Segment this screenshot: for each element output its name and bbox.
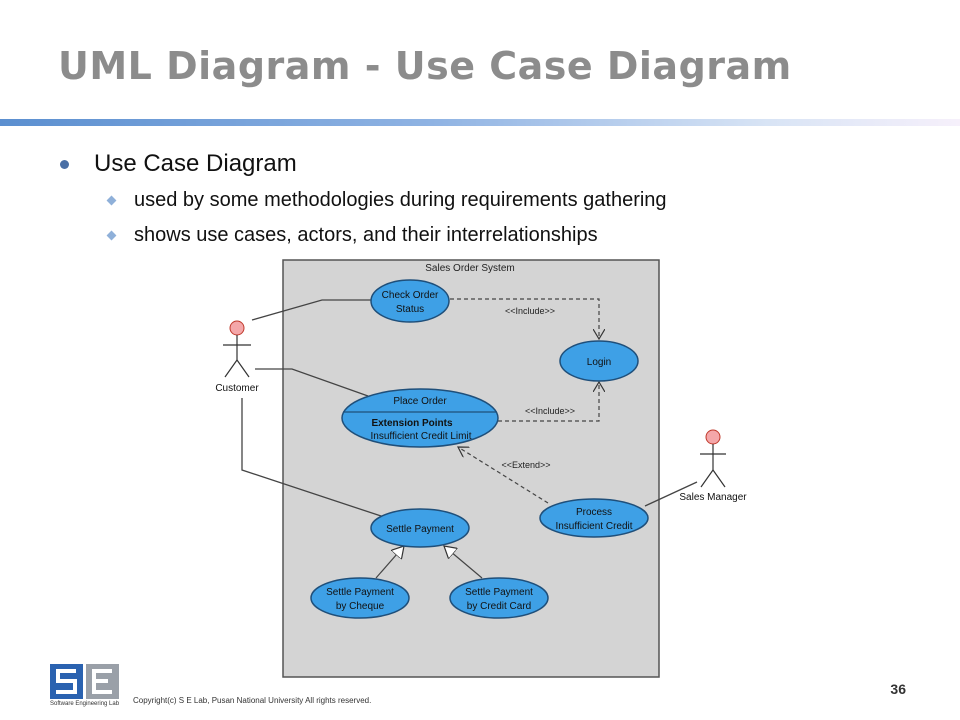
use-case-label: Settle Payment [465,587,533,598]
include-check-order-login [450,298,599,339]
use-case-label: Settle Payment [326,587,394,598]
subbullet-text: shows use cases, actors, and their inter… [134,224,598,246]
assoc-customer-place-order [255,368,369,397]
use-case-label: Place Order [393,396,447,407]
logo-e-letter [92,669,112,694]
assoc-customer-settle-payment [241,398,385,518]
use-case-settle-by-credit-card: Settle Payment by Credit Card [449,577,549,619]
subbullet-1: used by some methodologies during requir… [106,189,667,212]
extension-points-title: Extension Points [371,418,453,429]
assoc-manager-process [644,481,698,507]
generalization-lines [375,546,483,579]
bullet-text: Use Case Diagram [94,150,297,177]
extend-label: <<Extend>> [501,460,550,470]
use-case-login: Login [559,340,639,382]
generalization-card [444,546,483,579]
bullet-use-case-diagram: Use Case Diagram [60,150,297,178]
subbullet-text: used by some methodologies during requir… [134,189,667,211]
association-lines [241,299,698,518]
actor-label: Sales Manager [679,492,747,503]
bullet-dot-icon [60,159,69,169]
use-case-settle-by-cheque: Settle Payment by Cheque [310,577,410,619]
use-case-label: Check Order [382,290,439,301]
assoc-customer-check-order [251,299,372,321]
dependency-lines [450,298,599,504]
copyright-text: Copyright(c) S E Lab, Pusan National Uni… [133,696,372,705]
stick-figure-icon [700,429,726,488]
slide-title: UML Diagram - Use Case Diagram [58,44,792,88]
extension-point-label: Insufficient Credit Limit [371,431,472,442]
use-case-process-insufficient-credit: Process Insufficient Credit [539,498,649,538]
use-case-check-order-status: Check Order Status [370,279,450,323]
include-place-order-login [498,382,599,422]
page-number: 36 [890,681,906,697]
use-case-label: Status [396,304,424,315]
title-underline-bar [0,119,960,126]
use-case-label: Settle Payment [386,524,454,535]
stick-figure-icon [223,320,251,378]
use-case-label: Process [576,507,612,518]
use-case-label: by Credit Card [467,601,531,612]
actor-customer: Customer [215,320,259,394]
include-label-2: <<Include>> [525,406,575,416]
extend-process-place-order [458,447,549,504]
se-lab-logo [50,664,119,699]
use-case-settle-payment: Settle Payment [370,508,470,548]
system-name: Sales Order System [425,263,514,274]
include-label-1: <<Include>> [505,306,555,316]
use-case-label: Login [587,357,611,368]
use-case-label: Insufficient Credit [555,521,632,532]
use-case-label: by Cheque [336,601,385,612]
logo-s-letter [56,669,77,694]
subbullet-2: shows use cases, actors, and their inter… [106,224,598,247]
generalization-cheque [375,546,404,579]
use-case-place-order: Place Order Extension Points Insufficien… [341,388,499,448]
actor-label: Customer [215,383,259,394]
actor-sales-manager: Sales Manager [679,429,747,503]
logo-caption: Software Engineering Lab [50,701,120,707]
